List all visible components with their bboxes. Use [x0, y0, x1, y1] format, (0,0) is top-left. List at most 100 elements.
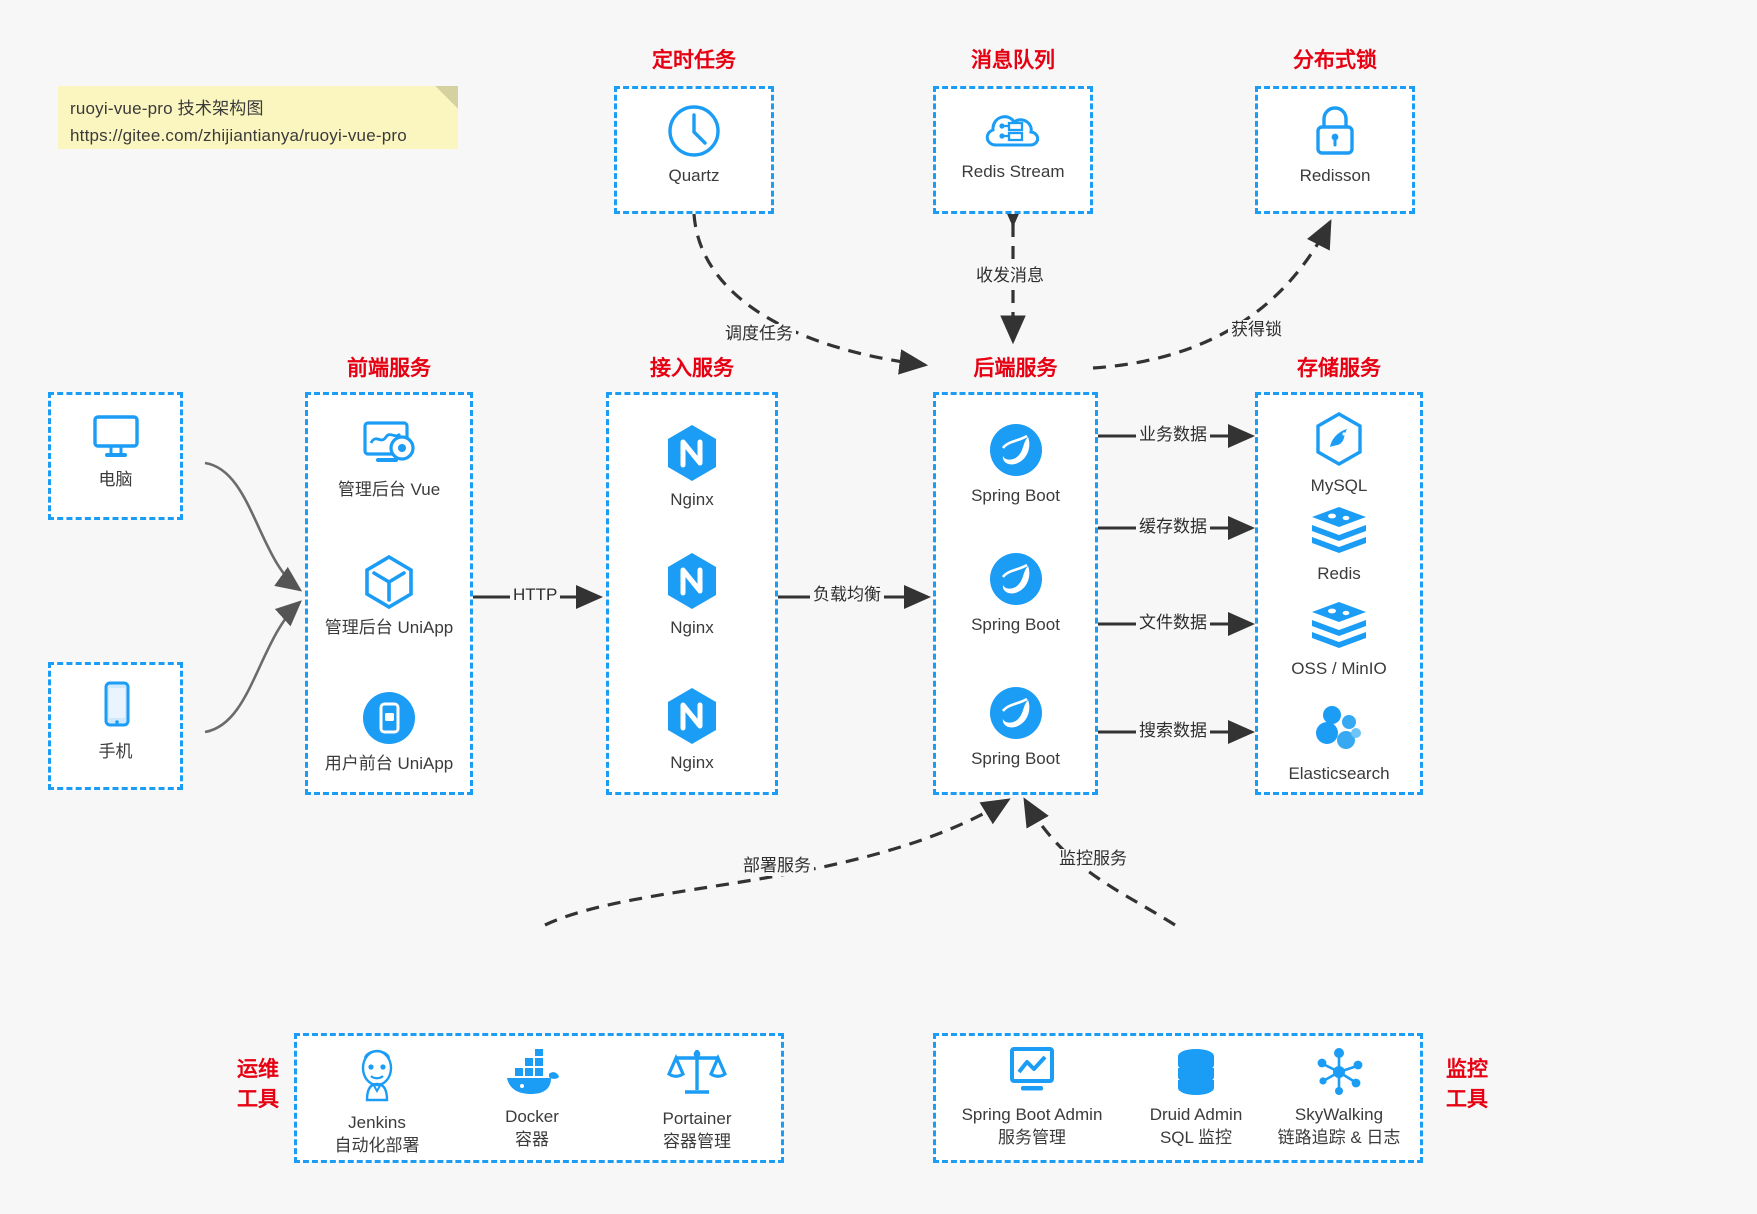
mysql-icon — [1316, 412, 1362, 466]
node-jenkins[interactable]: Jenkins 自动化部署 — [307, 1044, 447, 1157]
edge-label-file-data: 文件数据 — [1136, 613, 1210, 633]
node-mysql[interactable]: MySQL — [1258, 411, 1420, 497]
database-icon — [1178, 1049, 1214, 1095]
node-label: 用户前台 UniApp — [324, 754, 454, 773]
node-admin-vue[interactable]: 管理后台 Vue — [308, 417, 470, 501]
edge-label-deploy-service: 部署服务 — [740, 856, 814, 876]
node-label: Elasticsearch — [1288, 764, 1390, 783]
node-spring-boot-1[interactable]: Spring Boot — [936, 421, 1095, 507]
elasticsearch-icon — [1316, 706, 1361, 749]
phone-app-icon — [363, 692, 415, 744]
edge-label-monitor-service: 监控服务 — [1056, 849, 1130, 869]
node-admin-uniapp[interactable]: 管理后台 UniApp — [308, 553, 470, 639]
node-label: Nginx — [670, 490, 714, 509]
group-title-monitoring-line1: 监控 — [1446, 1058, 1488, 1081]
node-user-uniapp[interactable]: 用户前台 UniApp — [308, 689, 470, 775]
node-label: Redisson — [1299, 166, 1371, 185]
nginx-icon — [668, 425, 716, 481]
diagram-note: ruoyi-vue-pro 技术架构图 https://gitee.com/zh… — [58, 86, 458, 149]
node-computer[interactable]: 电脑 — [51, 411, 180, 491]
node-label: 管理后台 UniApp — [324, 618, 454, 637]
group-title-devops-line2: 工具 — [237, 1088, 279, 1111]
edge-label-business-data: 业务数据 — [1136, 425, 1210, 445]
node-label: Spring Boot Admin — [961, 1105, 1103, 1124]
edge-label-send-receive-message: 收发消息 — [973, 266, 1047, 286]
group-title-gateway: 接入服务 — [650, 357, 734, 380]
group-scheduled-task: Quartz — [614, 86, 774, 214]
edge-label-cache-data: 缓存数据 — [1136, 517, 1210, 537]
group-device-mobile: 手机 — [48, 662, 183, 790]
node-elasticsearch[interactable]: Elasticsearch — [1258, 703, 1420, 785]
group-distributed-lock: Redisson — [1255, 86, 1415, 214]
group-title-monitoring-line2: 工具 — [1446, 1088, 1488, 1111]
nginx-icon — [668, 553, 716, 609]
group-title-storage: 存储服务 — [1297, 357, 1381, 380]
group-title-frontend: 前端服务 — [347, 357, 431, 380]
node-label: Spring Boot — [971, 486, 1060, 505]
node-docker[interactable]: Docker 容器 — [462, 1048, 602, 1151]
group-devops-tools: Jenkins 自动化部署 Docker 容器 — [294, 1033, 784, 1163]
spring-leaf-icon — [989, 424, 1042, 476]
node-label: OSS / MinIO — [1291, 659, 1387, 678]
node-oss-minio[interactable]: OSS / MinIO — [1258, 600, 1420, 680]
node-spring-boot-admin[interactable]: Spring Boot Admin 服务管理 — [942, 1046, 1122, 1149]
node-sublabel: 自动化部署 — [334, 1136, 420, 1155]
monitor-chart-icon — [1010, 1047, 1054, 1091]
dashboard-gear-icon — [363, 421, 415, 462]
node-nginx-1[interactable]: Nginx — [609, 423, 775, 511]
node-sublabel: 容器管理 — [663, 1132, 731, 1151]
node-skywalking[interactable]: SkyWalking 链路追踪 & 日志 — [1254, 1046, 1424, 1149]
group-backend: Spring Boot Spring Boot Spring Boot — [933, 392, 1098, 795]
edge-label-http: HTTP — [510, 585, 561, 605]
node-spring-boot-2[interactable]: Spring Boot — [936, 550, 1095, 636]
scales-icon — [667, 1050, 727, 1094]
group-title-monitoring: 监控 工具 — [1437, 1055, 1497, 1115]
group-title-distributed-lock: 分布式锁 — [1293, 49, 1377, 72]
edge-label-load-balance: 负载均衡 — [810, 585, 884, 605]
node-label: Spring Boot — [971, 615, 1060, 634]
node-redis-stream[interactable]: Redis Stream — [936, 105, 1090, 183]
note-url: https://gitee.com/zhijiantianya/ruoyi-vu… — [70, 126, 407, 145]
group-title-message-queue: 消息队列 — [971, 49, 1055, 72]
group-device-computer: 电脑 — [48, 392, 183, 520]
node-label: Redis Stream — [961, 162, 1065, 181]
edge-label-search-data: 搜索数据 — [1136, 721, 1210, 741]
node-label: Jenkins — [348, 1113, 406, 1132]
node-sublabel: 容器 — [515, 1130, 549, 1149]
node-label: 电脑 — [98, 470, 133, 489]
node-label: 手机 — [98, 742, 133, 761]
edge-label-schedule-task: 调度任务 — [722, 324, 796, 344]
group-title-backend: 后端服务 — [973, 357, 1058, 380]
node-quartz[interactable]: Quartz — [617, 103, 771, 187]
node-redisson[interactable]: Redisson — [1258, 103, 1412, 187]
lock-icon — [1316, 106, 1354, 155]
clock-icon — [668, 105, 720, 157]
node-label: Spring Boot — [971, 749, 1060, 768]
node-portainer[interactable]: Portainer 容器管理 — [622, 1044, 772, 1153]
node-mobile[interactable]: 手机 — [51, 679, 180, 763]
node-nginx-3[interactable]: Nginx — [609, 686, 775, 774]
edge-label-acquire-lock: 获得锁 — [1228, 320, 1285, 340]
node-label: 管理后台 Vue — [337, 480, 441, 499]
spring-leaf-icon — [989, 687, 1042, 739]
node-label: Portainer — [662, 1109, 732, 1128]
node-nginx-2[interactable]: Nginx — [609, 551, 775, 639]
node-spring-boot-3[interactable]: Spring Boot — [936, 684, 1095, 770]
node-druid-admin[interactable]: Druid Admin SQL 监控 — [1126, 1046, 1266, 1149]
group-storage: MySQL Redis OSS / MinIO — [1255, 392, 1423, 795]
node-redis[interactable]: Redis — [1258, 505, 1420, 585]
group-monitoring-tools: Spring Boot Admin 服务管理 Druid Admin SQL 监… — [933, 1033, 1423, 1163]
redis-icon — [1312, 602, 1366, 648]
group-title-scheduled-task: 定时任务 — [652, 49, 736, 72]
nginx-icon — [668, 688, 716, 744]
node-label: Redis — [1317, 564, 1361, 583]
cloud-stream-icon — [985, 115, 1040, 147]
node-label: Nginx — [670, 753, 714, 772]
node-label: Docker — [505, 1107, 559, 1126]
note-title: ruoyi-vue-pro 技术架构图 — [70, 99, 264, 118]
node-label: Quartz — [668, 166, 720, 185]
node-label: Nginx — [670, 618, 714, 637]
group-message-queue: Redis Stream — [933, 86, 1093, 214]
